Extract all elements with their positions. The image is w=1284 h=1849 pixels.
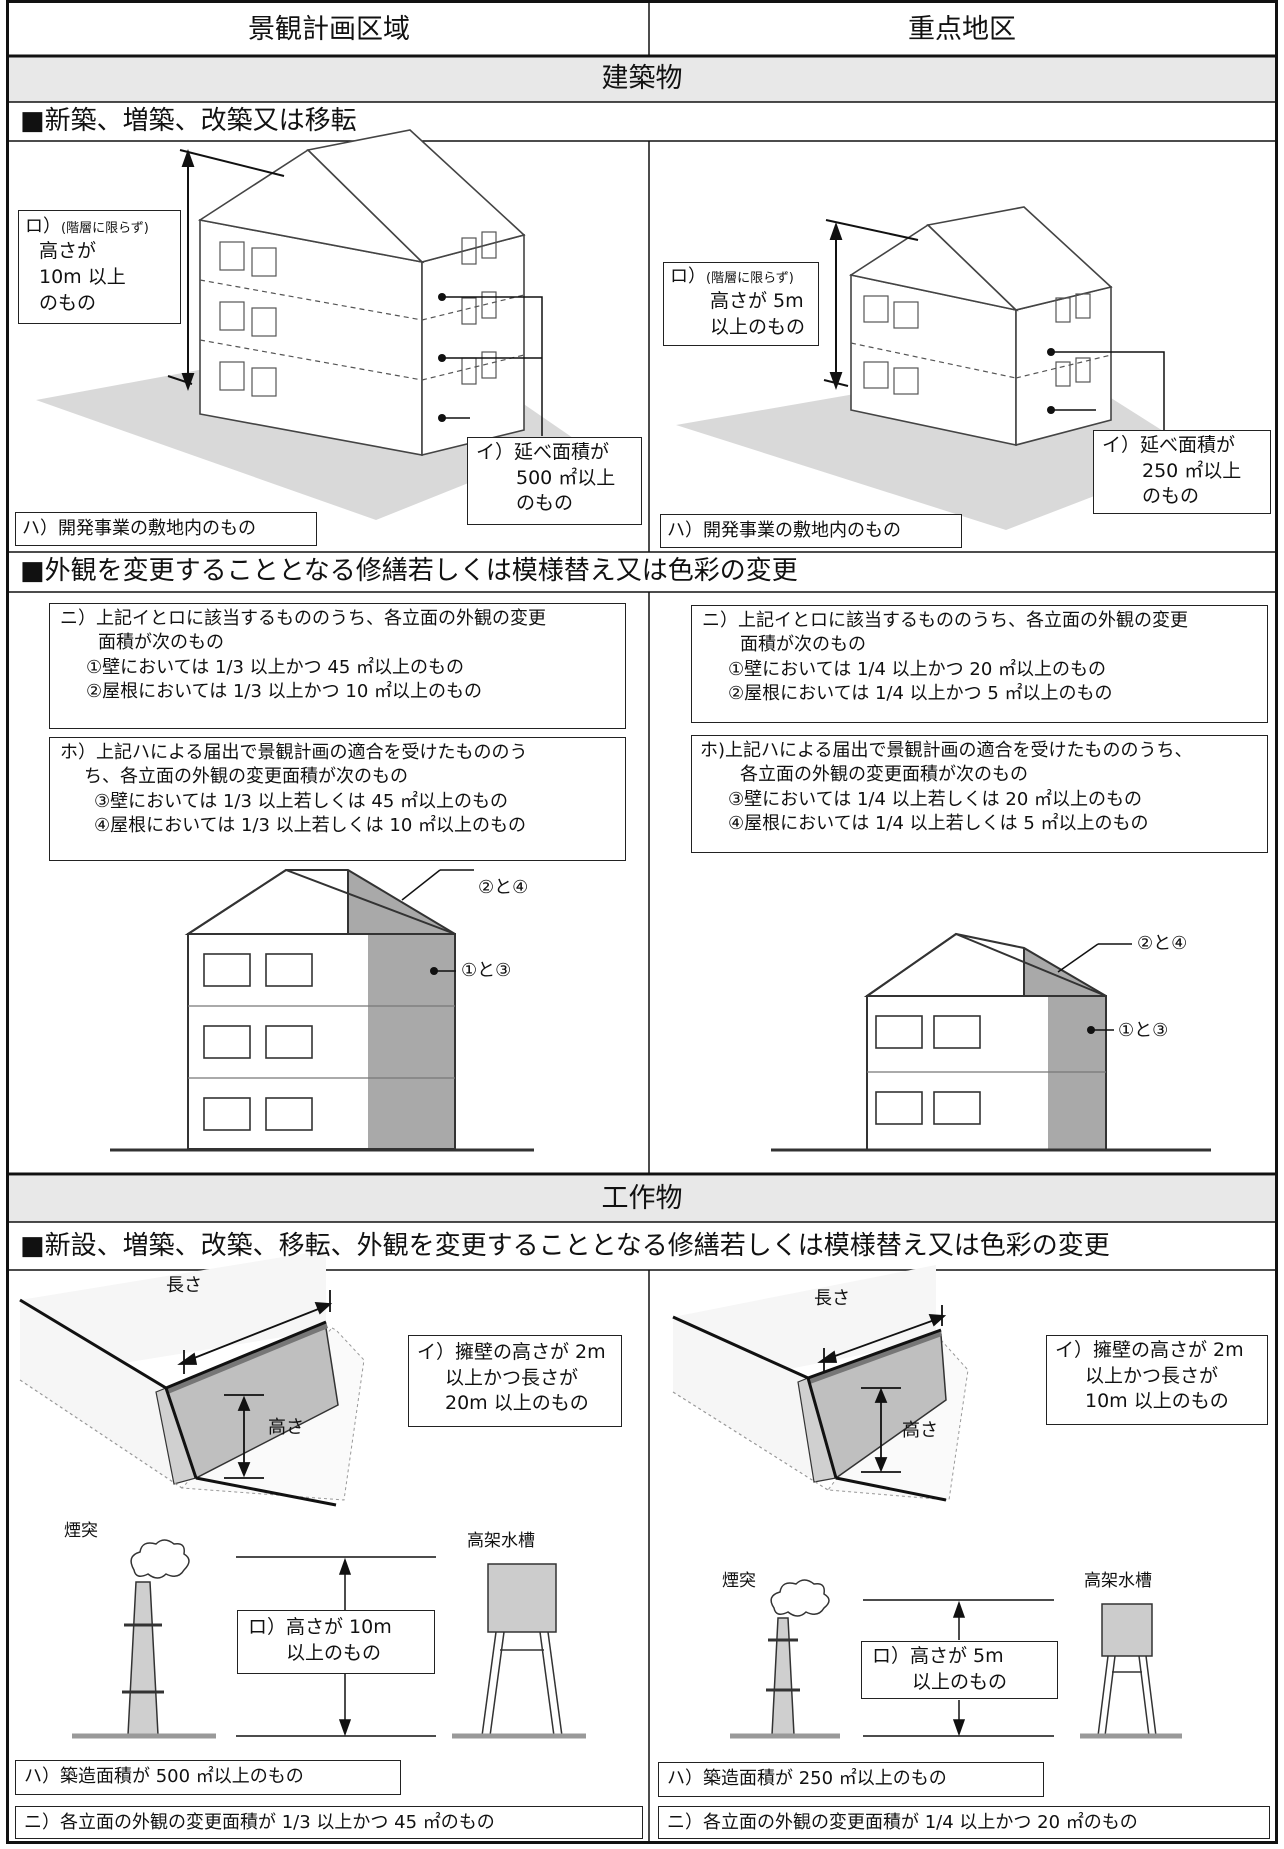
label-roof-area-left: ②と④ — [478, 877, 529, 898]
ha2-text: ハ）築造面積が 250 ㎡以上のもの — [667, 1768, 947, 1789]
label-height-left: 高さ — [268, 1417, 304, 1438]
section-title-structures: 工作物 — [601, 1183, 683, 1214]
note-ha2-right: ハ）築造面積が 250 ㎡以上のもの — [658, 1762, 1044, 1797]
retaining-wall-right-illustration — [672, 1265, 969, 1502]
wall-line-1: イ）擁壁の高さが 2m — [417, 1341, 606, 1363]
ro2-line-1: ロ）高さが 5m — [872, 1645, 1004, 1667]
ro-prefix: ロ） — [25, 216, 61, 237]
note-ha-development-right: ハ）開発事業の敷地内のもの — [660, 514, 962, 548]
ro-line-1: 高さが — [39, 240, 97, 263]
ni-line-1: ニ）上記イとロに該当するもののうち、各立面の外観の変更 — [702, 610, 1188, 631]
ni-line-1: ニ）上記イとロに該当するもののうち、各立面の外観の変更 — [60, 608, 546, 629]
label-length-right: 長さ — [814, 1288, 850, 1309]
note-i-floor-area-left: イ）延べ面積が 500 ㎡以上 のもの — [467, 437, 642, 525]
wall-line-1: イ）擁壁の高さが 2m — [1055, 1339, 1244, 1361]
label-tank-right: 高架水槽 — [1084, 1571, 1152, 1591]
ro-line-3: のもの — [39, 291, 97, 314]
note-ni2-right: ニ）各立面の外観の変更面積が 1/4 以上かつ 20 ㎡のもの — [658, 1806, 1270, 1839]
ni-line-2: 面積が次のもの — [740, 634, 866, 656]
i-line-1: イ）延べ面積が — [1102, 434, 1236, 456]
ni2-text: ニ）各立面の外観の変更面積が 1/4 以上かつ 20 ㎡のもの — [667, 1812, 1138, 1833]
ni-line-4: ②屋根においては 1/3 以上かつ 10 ㎡以上のもの — [86, 680, 482, 702]
ni-line-2: 面積が次のもの — [98, 632, 224, 654]
ni-line-4: ②屋根においては 1/4 以上かつ 5 ㎡以上のもの — [728, 682, 1113, 704]
ha-text: ハ）開発事業の敷地内のもの — [22, 518, 256, 539]
retaining-wall-left-illustration — [19, 1250, 365, 1507]
note-ni-left: ニ）上記イとロに該当するもののうち、各立面の外観の変更 面積が次のもの ①壁にお… — [49, 603, 626, 729]
note-wall-right: イ）擁壁の高さが 2m 以上かつ長さが 10m 以上のもの — [1046, 1335, 1268, 1425]
note-ro-height-right: ロ）(階層に限らず) 高さが 5m 以上のもの — [663, 262, 819, 346]
note-ho-right: ホ)上記ハによる届出で景観計画の適合を受けたもののうち、 各立面の外観の変更面積… — [691, 735, 1268, 853]
wall-line-3: 20m 以上のもの — [445, 1392, 589, 1415]
ro2-line-1: ロ）高さが 10m — [248, 1616, 392, 1638]
wall-line-2: 以上かつ長さが — [1085, 1364, 1219, 1387]
subsection-structure-change: ■新設、増築、改築、移転、外観を変更することとなる修繕若しくは模様替え又は色彩の… — [20, 1231, 1110, 1261]
building-left-illustration — [36, 129, 576, 520]
ro-line-2: 以上のもの — [710, 315, 806, 338]
note-ha2-left: ハ）築造面積が 500 ㎡以上のもの — [15, 1760, 401, 1795]
i-line-3: のもの — [516, 492, 574, 515]
ho-line-1: ホ）上記ハによる届出で景観計画の適合を受けたもののう — [60, 742, 528, 763]
i-line-2: 500 ㎡以上 — [516, 466, 616, 489]
label-roof-area-right: ②と④ — [1137, 933, 1188, 954]
outer-frame — [6, 0, 1278, 1844]
subsection-new-build: ■新築、増築、改築又は移転 — [20, 106, 357, 136]
band-buildings — [9, 57, 1275, 102]
ro-line-1: 高さが 5m — [710, 290, 804, 313]
ro-line-2: 10m 以上 — [39, 265, 126, 288]
ha2-text: ハ）築造面積が 500 ㎡以上のもの — [24, 1766, 304, 1787]
note-ni2-left: ニ）各立面の外観の変更面積が 1/3 以上かつ 45 ㎡のもの — [15, 1806, 643, 1839]
note-ro-height-left: ロ）(階層に限らず) 高さが 10m 以上 のもの — [18, 210, 181, 324]
note-ho-left: ホ）上記ハによる届出で景観計画の適合を受けたもののう ち、各立面の外観の変更面積… — [49, 737, 626, 861]
ro-note: (階層に限らず) — [61, 221, 149, 236]
ho-line-4: ④屋根においては 1/4 以上若しくは 5 ㎡以上のもの — [728, 812, 1149, 834]
ro2-line-2: 以上のもの — [912, 1670, 1008, 1693]
ni-line-3: ①壁においては 1/4 以上かつ 20 ㎡以上のもの — [728, 658, 1106, 680]
ho-line-2: ち、各立面の外観の変更面積が次のもの — [84, 766, 408, 788]
diagram-artwork — [6, 0, 1278, 1844]
label-wall-area-right: ①と③ — [1118, 1020, 1169, 1041]
label-height-right: 高さ — [902, 1420, 938, 1441]
building-right-illustration — [676, 206, 1201, 530]
note-i-floor-area-right: イ）延べ面積が 250 ㎡以上 のもの — [1093, 430, 1271, 514]
ho-line-3: ③壁においては 1/4 以上若しくは 20 ㎡以上のもの — [728, 788, 1142, 810]
note-ha-development-left: ハ）開発事業の敷地内のもの — [15, 512, 317, 546]
ho-line-4: ④屋根においては 1/3 以上若しくは 10 ㎡以上のもの — [94, 814, 526, 836]
ro-note: (階層に限らず) — [706, 271, 794, 286]
wall-line-3: 10m 以上のもの — [1085, 1390, 1229, 1413]
ho-line-3: ③壁においては 1/3 以上若しくは 45 ㎡以上のもの — [94, 790, 508, 812]
document: 景観計画区域 重点地区 建築物 ■新築、増築、改築又は移転 ■外観を変更すること… — [6, 0, 1278, 1844]
label-chimney-left: 煙突 — [64, 1521, 98, 1541]
i-line-2: 250 ㎡以上 — [1142, 459, 1242, 482]
note-ni-right: ニ）上記イとロに該当するもののうち、各立面の外観の変更 面積が次のもの ①壁にお… — [691, 605, 1268, 723]
note-ro2-right: ロ）高さが 5m 以上のもの — [861, 1641, 1058, 1699]
note-ro2-left: ロ）高さが 10m 以上のもの — [237, 1610, 435, 1674]
ho-line-2: 各立面の外観の変更面積が次のもの — [740, 764, 1028, 786]
elevation-right-illustration — [771, 932, 1211, 1152]
header-landscape-plan-area: 景観計画区域 — [248, 14, 410, 45]
note-wall-left: イ）擁壁の高さが 2m 以上かつ長さが 20m 以上のもの — [408, 1335, 622, 1427]
ni2-text: ニ）各立面の外観の変更面積が 1/3 以上かつ 45 ㎡のもの — [24, 1812, 495, 1833]
i-line-1: イ）延べ面積が — [476, 441, 610, 463]
ro-prefix: ロ） — [670, 266, 706, 287]
ho-line-1: ホ)上記ハによる届出で景観計画の適合を受けたもののうち、 — [700, 740, 1193, 761]
header-priority-district: 重点地区 — [908, 14, 1016, 45]
label-wall-area-left: ①と③ — [461, 960, 512, 981]
band-structures — [9, 1176, 1275, 1222]
elevation-left-illustration — [110, 868, 534, 1152]
chimney-tank-right-illustration — [730, 1579, 1182, 1739]
chimney-tank-left-illustration — [72, 1539, 586, 1739]
ni-line-3: ①壁においては 1/3 以上かつ 45 ㎡以上のもの — [86, 656, 464, 678]
section-title-buildings: 建築物 — [601, 63, 683, 94]
ro2-line-2: 以上のもの — [286, 1641, 382, 1664]
label-length-left: 長さ — [166, 1275, 202, 1296]
subsection-exterior-change: ■外観を変更することとなる修繕若しくは模様替え又は色彩の変更 — [20, 556, 798, 586]
wall-line-2: 以上かつ長さが — [445, 1366, 579, 1389]
label-tank-left: 高架水槽 — [467, 1531, 535, 1551]
i-line-3: のもの — [1142, 485, 1200, 508]
ha-text: ハ）開発事業の敷地内のもの — [667, 520, 901, 541]
label-chimney-right: 煙突 — [722, 1571, 756, 1591]
